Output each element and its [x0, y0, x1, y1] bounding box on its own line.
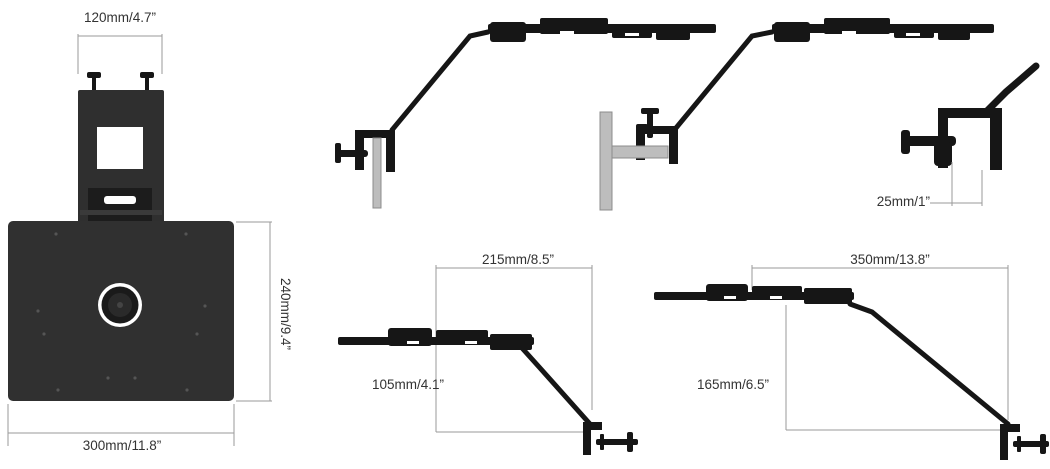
long-arm-reach-label: 350mm/13.8”: [850, 252, 930, 267]
plate-width-dimension: 300mm/11.8”: [7, 404, 235, 453]
tray-plate: [8, 221, 234, 401]
long-arm-height-label: 165mm/6.5”: [697, 377, 769, 392]
center-mount-icon: [98, 283, 142, 327]
bracket-width-label: 120mm/4.7”: [84, 10, 156, 25]
tray-profile-2: [772, 18, 994, 42]
long-arm-configuration: 350mm/13.8” 165mm/6.5”: [654, 252, 1049, 460]
side-view-desk-clamp: [335, 18, 716, 209]
top-view-assembly: 120mm/4.7”: [7, 10, 293, 453]
clamp-profile-4: [1000, 424, 1049, 460]
tray-profile-3: [338, 328, 534, 350]
short-arm-height-label: 105mm/4.1”: [372, 377, 444, 392]
bracket-width-dimension: 120mm/4.7”: [77, 10, 163, 74]
plate-width-label: 300mm/11.8”: [83, 438, 162, 453]
clamp-profile-2: [636, 108, 678, 164]
short-arm-reach-dimension: 215mm/8.5”: [435, 252, 593, 432]
long-arm-height-dimension: 165mm/6.5”: [697, 305, 1004, 431]
short-arm-configuration: 215mm/8.5” 105mm/4.1”: [338, 252, 638, 455]
plate-height-dimension: 240mm/9.4”: [236, 221, 293, 402]
clamp-profile: [335, 130, 395, 172]
tray-profile: [488, 18, 716, 42]
clamp-detail: 25mm/1”: [877, 62, 1040, 209]
clamp-thickness-label: 25mm/1”: [877, 194, 930, 209]
desk-edge: [372, 137, 382, 209]
short-arm-height-dimension: 105mm/4.1”: [372, 377, 590, 433]
clamp-thickness-dimension: 25mm/1”: [877, 162, 983, 209]
short-arm-reach-label: 215mm/8.5”: [482, 252, 554, 267]
side-view-wall-mount: [599, 18, 994, 211]
tray-profile-4: [654, 284, 854, 304]
long-arm-reach-dimension: 350mm/13.8”: [751, 252, 1009, 420]
bracket-body: [78, 90, 164, 252]
wall-bar: [611, 145, 669, 159]
bracket-knobs: [87, 72, 154, 92]
plate-height-label: 240mm/9.4”: [278, 278, 293, 350]
wall-post: [599, 111, 613, 211]
clamp-profile-3: [583, 422, 638, 455]
